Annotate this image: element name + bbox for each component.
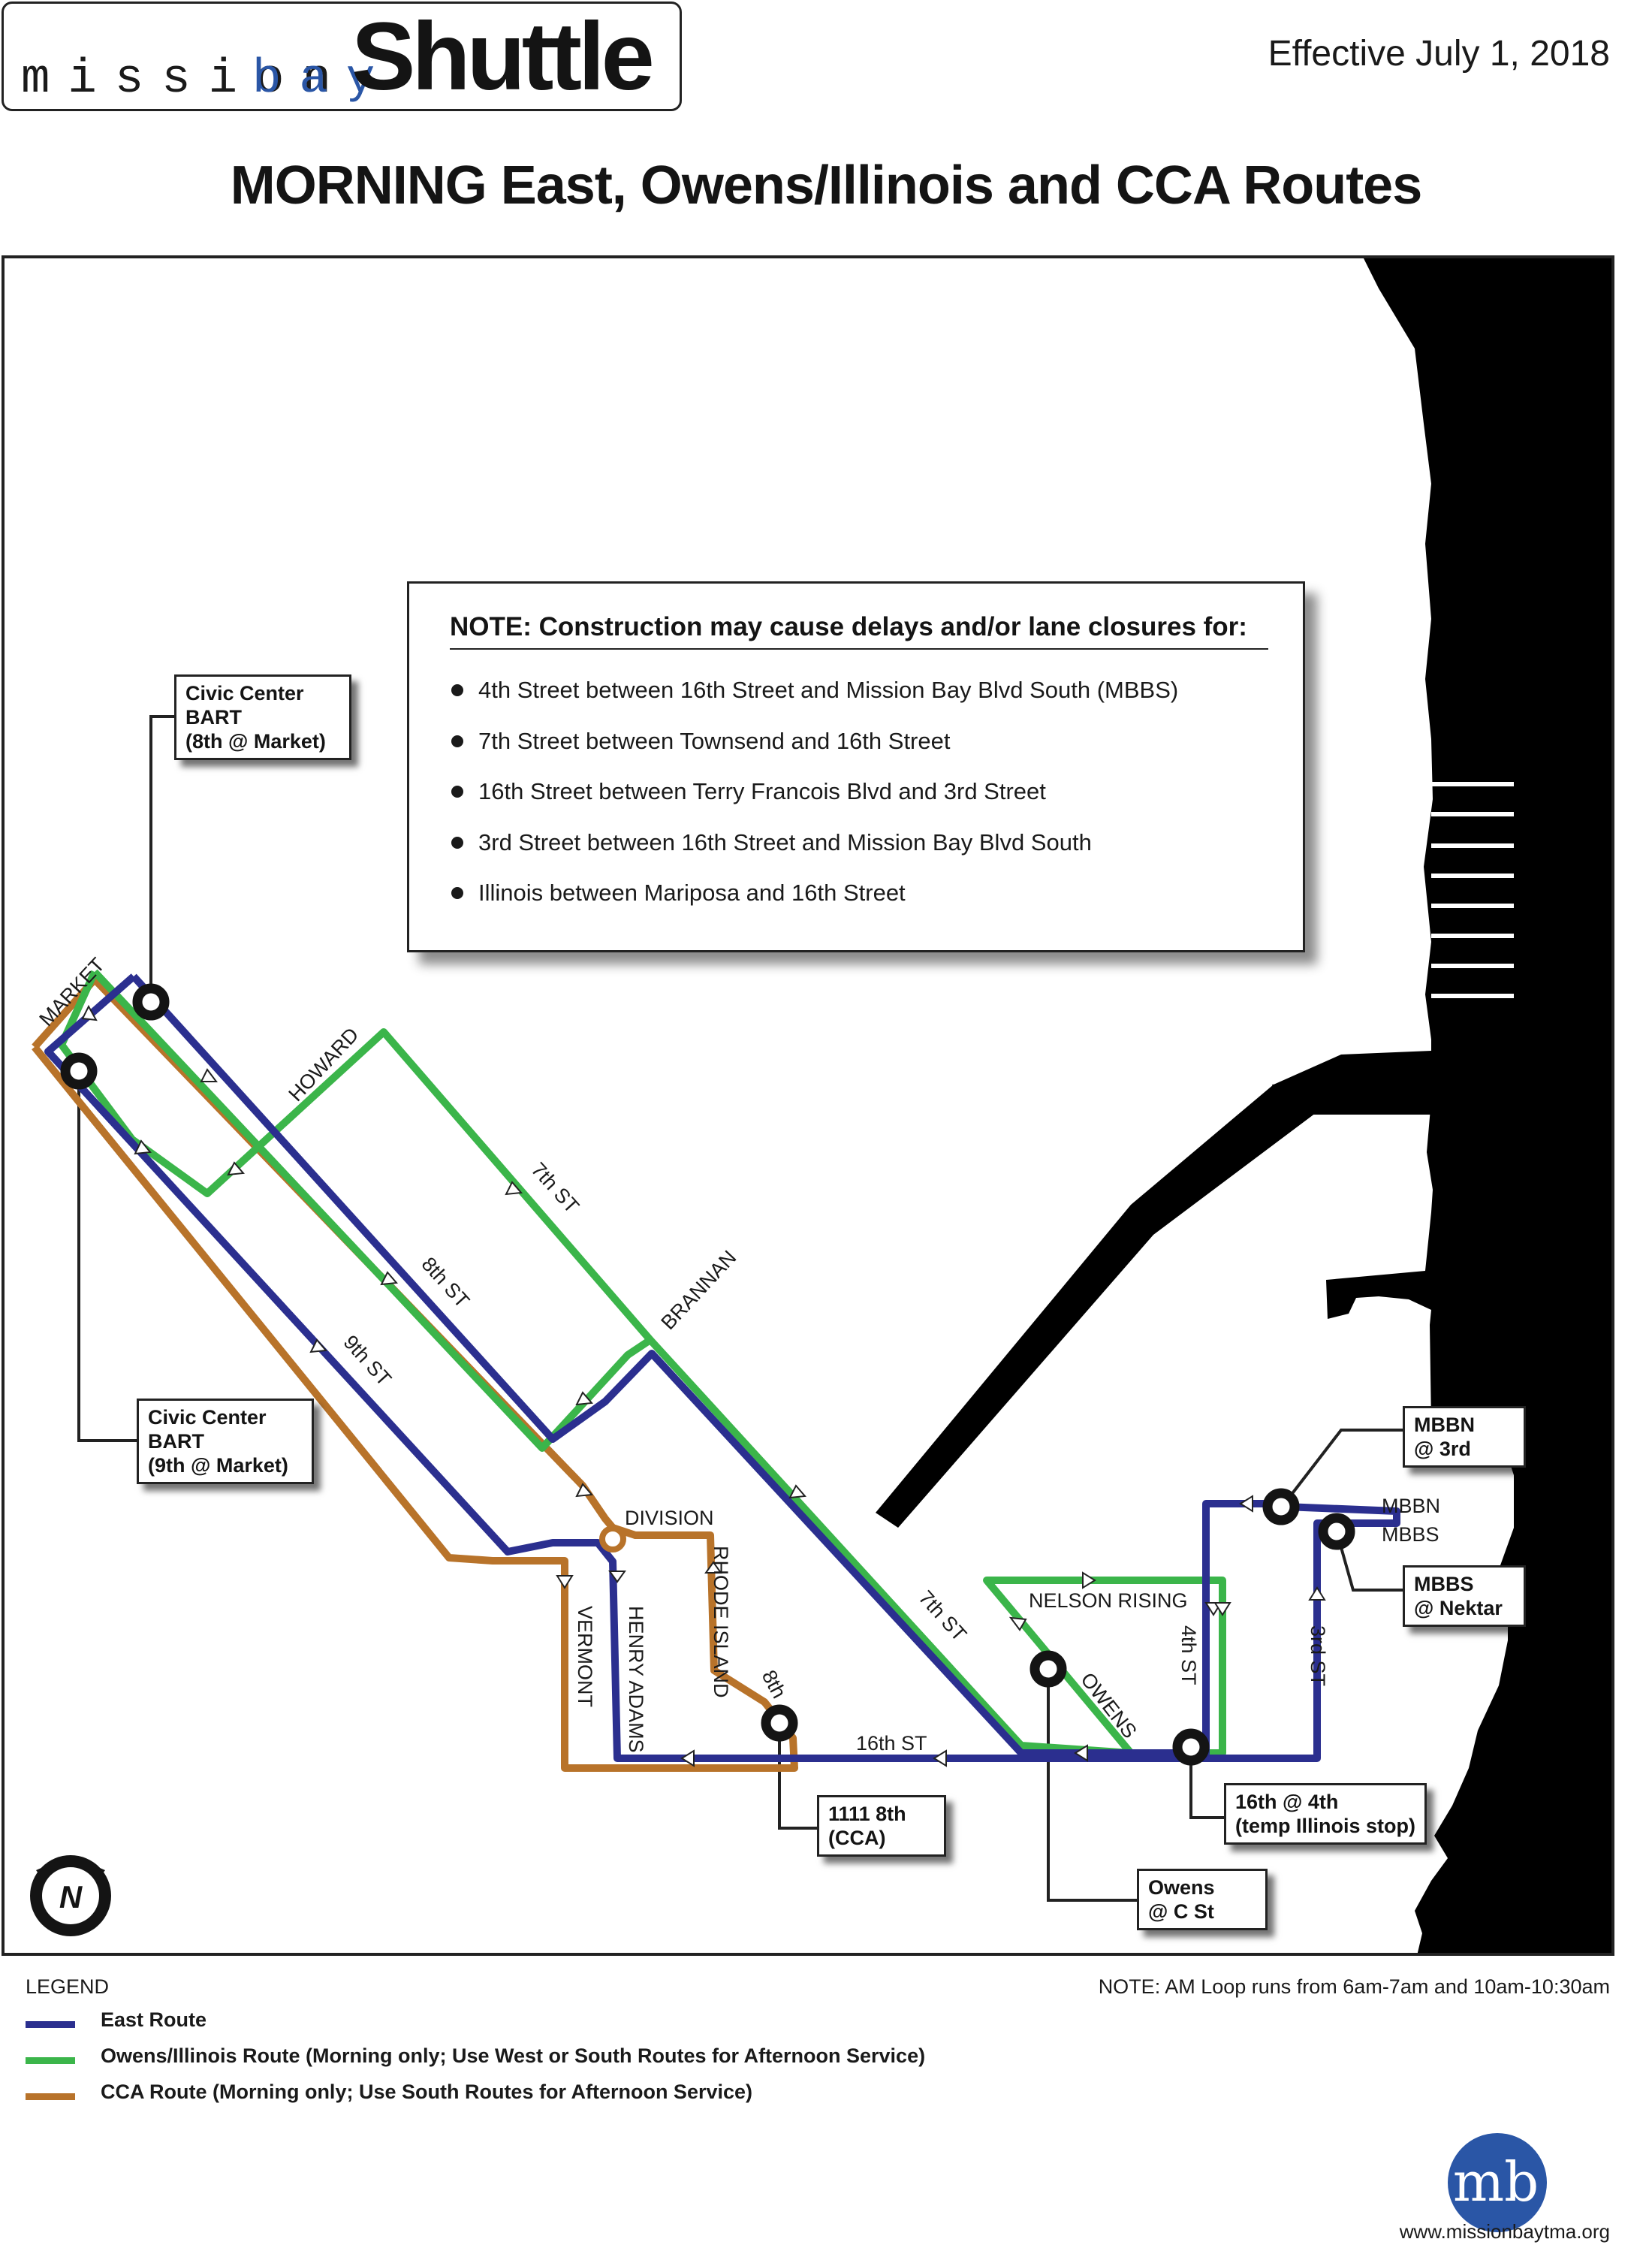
direction-arrow — [309, 1338, 328, 1353]
logo-word-bay: bay — [252, 53, 393, 107]
route-map-canvas: MARKET HOWARD 7th ST 8th ST 9th ST BRANN… — [30, 258, 1611, 1953]
logo-word-mission: mission — [21, 53, 349, 107]
legend-label-owens: Owens/Illinois Route (Morning only; Use … — [101, 2044, 926, 2067]
direction-arrow — [680, 1749, 695, 1767]
street-label-16th: 16th ST — [856, 1732, 927, 1755]
east-route-line — [44, 973, 1400, 1762]
direction-arrow — [1239, 1495, 1253, 1513]
stop-box-mbbs-nektar: MBBS @ Nektar — [1403, 1565, 1526, 1627]
direction-arrow — [1074, 1744, 1088, 1762]
street-label-rhode-island: RHODE ISLAND — [710, 1546, 732, 1698]
stop-marker-civic-center-8th[interactable] — [132, 983, 170, 1021]
direction-arrow — [1008, 1616, 1027, 1631]
street-label-mbbs: MBBS — [1382, 1523, 1439, 1546]
construction-note-item: 3rd Street between 16th Street and Missi… — [451, 817, 1178, 868]
page-title: MORNING East, Owens/Illinois and CCA Rou… — [230, 155, 1423, 216]
legend-label-east: East Route — [101, 2008, 207, 2031]
direction-arrow — [704, 1561, 722, 1574]
construction-note-item: 16th Street between Terry Francois Blvd … — [451, 766, 1178, 817]
leader-civic-center-9th — [77, 1071, 141, 1442]
stop-marker-16th-4th[interactable] — [1172, 1728, 1210, 1766]
street-label-vermont: VERMONT — [574, 1606, 596, 1707]
direction-arrow — [575, 1391, 594, 1406]
pier-lines — [1431, 782, 1514, 998]
stop-box-civic-center-9th: Civic Center BART (9th @ Market) — [137, 1399, 314, 1484]
stop-marker-mbbn-3rd[interactable] — [1262, 1488, 1300, 1525]
route-map: MARKET HOWARD 7th ST 8th ST 9th ST BRANN… — [2, 255, 1614, 1956]
street-label-henry-adams: HENRY ADAMS — [625, 1606, 647, 1753]
construction-note: NOTE: Construction may cause delays and/… — [407, 581, 1305, 952]
bay-water-main — [1326, 258, 1611, 1953]
street-label-mbbn: MBBN — [1382, 1495, 1440, 1517]
direction-arrow — [81, 1004, 98, 1021]
legend-heading: LEGEND — [26, 1975, 110, 1998]
compass-letter: N — [59, 1879, 83, 1915]
stop-marker-owens-c[interactable] — [1029, 1650, 1067, 1688]
direction-arrow — [227, 1161, 246, 1176]
stop-box-civic-center-8th: Civic Center BART (8th @ Market) — [174, 674, 351, 760]
bay-water — [876, 258, 1611, 1953]
direction-arrow — [134, 1139, 152, 1155]
north-compass-icon: N — [30, 1855, 111, 1936]
direction-arrow — [1082, 1571, 1096, 1589]
direction-arrow — [608, 1571, 626, 1583]
street-label-nelson-rising: NELSON RISING — [1029, 1589, 1188, 1612]
mission-bay-tma-logo: mb — [1448, 2133, 1547, 2232]
owens-route-line — [58, 970, 1226, 1757]
effective-date: Effective July 1, 2018 — [1268, 34, 1610, 74]
stop-box-owens-c: Owens @ C St — [1137, 1869, 1268, 1930]
legend-swatch-cca — [26, 2093, 75, 2100]
stop-marker-cca[interactable] — [761, 1704, 798, 1742]
direction-arrow — [788, 1484, 807, 1499]
service-hours-note: NOTE: AM Loop runs from 6am-7am and 10am… — [1098, 1975, 1610, 1998]
mission-bay-shuttle-logo — [2, 2, 682, 111]
street-label-4th: 4th ST — [1177, 1625, 1200, 1685]
stop-marker-mbbs-nektar[interactable] — [1318, 1513, 1355, 1550]
construction-note-rule — [450, 648, 1268, 650]
website-url[interactable]: www.missionbaytma.org — [1399, 2220, 1610, 2243]
construction-note-list: 4th Street between 16th Street and Missi… — [451, 665, 1178, 919]
stop-marker-civic-center-9th[interactable] — [60, 1052, 98, 1090]
construction-note-item: Illinois between Mariposa and 16th Stree… — [451, 868, 1178, 919]
mb-logo-letters: mb — [1453, 2150, 1539, 2213]
leader-mbbn-3rd — [1284, 1429, 1406, 1504]
street-label-brannan: BRANNAN — [656, 1246, 740, 1334]
direction-arrow — [1213, 1602, 1231, 1616]
direction-arrow — [575, 1483, 594, 1498]
stop-box-cca: 1111 8th (CCA) — [817, 1795, 946, 1857]
direction-arrow — [556, 1575, 574, 1589]
direction-arrow — [933, 1749, 947, 1767]
street-labels: MARKET HOWARD 7th ST 8th ST 9th ST BRANN… — [35, 953, 1440, 1755]
bay-water-inlet — [876, 1051, 1431, 1528]
leader-16th-4th — [1189, 1747, 1228, 1819]
construction-note-item: 7th Street between Townsend and 16th Str… — [451, 716, 1178, 767]
direction-arrow — [380, 1271, 399, 1286]
stop-markers — [60, 983, 1355, 1766]
street-label-division: DIVISION — [625, 1507, 714, 1529]
logo-word-shuttle: Shuttle — [351, 3, 655, 110]
stop-box-16th-4th: 16th @ 4th (temp Illinois stop) — [1224, 1783, 1427, 1845]
construction-note-item: 4th Street between 16th Street and Missi… — [451, 665, 1178, 716]
construction-note-heading: NOTE: Construction may cause delays and/… — [450, 612, 1247, 641]
leader-mbbs-nektar — [1335, 1531, 1406, 1592]
cca-route-line — [32, 976, 798, 1772]
direction-arrows — [81, 1004, 1326, 1767]
legend-swatch-east — [26, 2021, 75, 2028]
street-label-3rd: 3rd ST — [1307, 1625, 1329, 1686]
legend-label-cca: CCA Route (Morning only; Use South Route… — [101, 2081, 753, 2103]
bay-water-channel — [1272, 1070, 1431, 1115]
direction-arrow — [1308, 1586, 1326, 1601]
stop-box-mbbn-3rd: MBBN @ 3rd — [1403, 1406, 1526, 1468]
leader-civic-center-8th — [149, 715, 177, 1002]
direction-arrow — [505, 1181, 523, 1196]
division-roundabout — [599, 1525, 626, 1552]
direction-arrow — [200, 1068, 218, 1082]
legend-swatch-owens — [26, 2057, 75, 2064]
